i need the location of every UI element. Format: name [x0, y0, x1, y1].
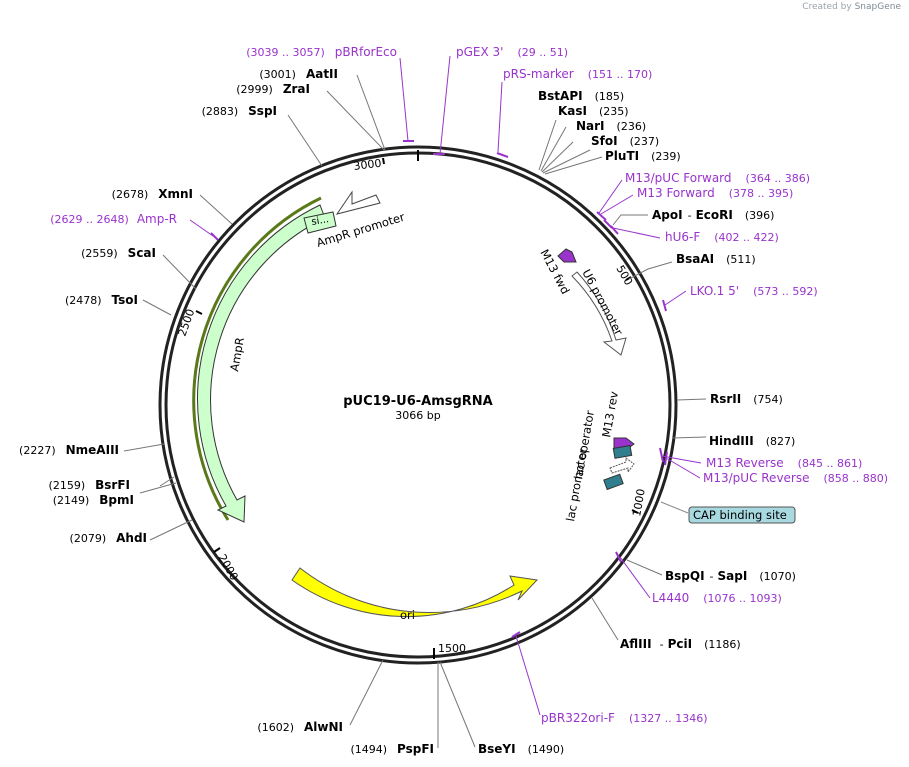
enzyme-scai[interactable]: (2559)ScaI — [81, 246, 156, 260]
primer-amp-r[interactable]: (2629 .. 2648)Amp-R — [50, 212, 177, 226]
tick-500: 500 — [613, 263, 635, 288]
primer-lko1-5[interactable]: LKO.1 5'(573 .. 592) — [690, 284, 818, 298]
cap-leader — [660, 501, 689, 514]
primer-pgex-3[interactable]: pGEX 3'(29 .. 51) — [456, 45, 568, 59]
enzyme-xmni[interactable]: (2678)XmnI — [112, 187, 193, 201]
primer-hu6-f[interactable]: hU6-F(402 .. 422) — [665, 230, 779, 244]
lac-promoter-arrow[interactable] — [609, 457, 635, 474]
enzyme-leaders — [123, 74, 707, 748]
lac-promoter-label: lac promoter — [563, 447, 590, 522]
enzyme-zrai[interactable]: (2999)ZraI — [236, 82, 310, 96]
primer-prs-marker[interactable]: pRS-marker(151 .. 170) — [503, 67, 652, 81]
primer-marks — [210, 140, 668, 638]
primer-m13-puc-forward[interactable]: M13/pUC Forward(364 .. 386) — [625, 171, 810, 185]
m13-fwd-arrow[interactable] — [557, 248, 577, 263]
plasmid-size: 3066 bp — [395, 409, 440, 422]
enzyme-bseyi[interactable]: BseYI(1490) — [478, 742, 564, 756]
plasmid-name: pUC19-U6-AmsgRNA — [343, 394, 493, 409]
signal-label: si... — [311, 214, 330, 228]
ori-label: ori — [400, 608, 415, 622]
enzyme-hindiii[interactable]: HindIII(827) — [709, 434, 795, 448]
enzyme-aatii[interactable]: (3001)AatII — [259, 67, 338, 81]
enzyme-pluti[interactable]: PluTI(239) — [605, 149, 681, 163]
ampr-outline — [192, 196, 322, 521]
enzyme-bsaai[interactable]: BsaAI(511) — [676, 252, 756, 266]
m13-rev-label: M13 rev — [599, 390, 621, 438]
primer-pbrforeco[interactable]: (3039 .. 3057)pBRforEco — [246, 45, 397, 59]
tick-1000: 1000 — [630, 488, 648, 518]
tick-3000: 3000 — [353, 157, 382, 173]
cap-binding-site-box[interactable] — [688, 506, 796, 524]
ampr-arrow[interactable] — [197, 204, 326, 523]
lac-operator-box[interactable] — [612, 444, 633, 459]
primer-m13-puc-reverse[interactable]: M13/pUC Reverse(858 .. 880) — [703, 471, 888, 485]
enzyme-sspi[interactable]: (2883)SspI — [202, 104, 277, 118]
enzyme-nari[interactable]: NarI(236) — [576, 119, 646, 133]
signal-sequence[interactable] — [303, 211, 337, 234]
backbone-outer-ring — [158, 145, 678, 665]
enzyme-bsrfi[interactable]: (2159)BsrFI — [49, 478, 130, 492]
enzyme-alwni[interactable]: (1602)AlwNI — [257, 720, 343, 734]
ori-arrow[interactable] — [291, 567, 539, 618]
enzyme-tsoi[interactable]: (2478)TsoI — [65, 293, 138, 307]
cap-binding-site-label: CAP binding site — [693, 508, 787, 522]
tick-1500: 1500 — [438, 642, 466, 655]
enzyme-bspqi-sapi[interactable]: BspQI-SapI(1070) — [665, 569, 796, 583]
enzyme-pspfi[interactable]: (1494)PspFI — [350, 742, 434, 756]
enzyme-afliii-pcii[interactable]: AflIII-PciI(1186) — [620, 637, 741, 651]
enzyme-sfoi[interactable]: SfoI(237) — [591, 134, 659, 148]
primer-l4440[interactable]: L4440(1076 .. 1093) — [652, 591, 782, 605]
primer-leaders — [189, 55, 702, 716]
enzyme-ahdi[interactable]: (2079)AhdI — [70, 531, 147, 545]
primer-m13-reverse[interactable]: M13 Reverse(845 .. 861) — [706, 456, 862, 470]
lac-promoter-box[interactable] — [603, 473, 624, 491]
enzyme-nmeaiii[interactable]: (2227)NmeAIII — [19, 443, 119, 457]
enzyme-bpmi[interactable]: (2149)BpmI — [53, 493, 134, 507]
enzyme-apoi-ecori[interactable]: ApoI-EcoRI(396) — [652, 208, 774, 222]
snapgene-credit: Created by SnapGene — [802, 2, 901, 12]
enzyme-rsrii[interactable]: RsrII(754) — [710, 392, 783, 406]
ampr-label: AmpR — [227, 336, 247, 372]
primer-pbr322ori-f[interactable]: pBR322ori-F(1327 .. 1346) — [541, 711, 708, 725]
primer-m13-forward[interactable]: M13 Forward(378 .. 395) — [637, 186, 793, 200]
enzyme-bstapi[interactable]: BstAPI(185) — [538, 89, 624, 103]
enzyme-kasi[interactable]: KasI(235) — [558, 104, 629, 118]
ampr-promoter-arrow[interactable] — [335, 190, 381, 215]
u6-promoter-arrow[interactable] — [571, 271, 627, 356]
